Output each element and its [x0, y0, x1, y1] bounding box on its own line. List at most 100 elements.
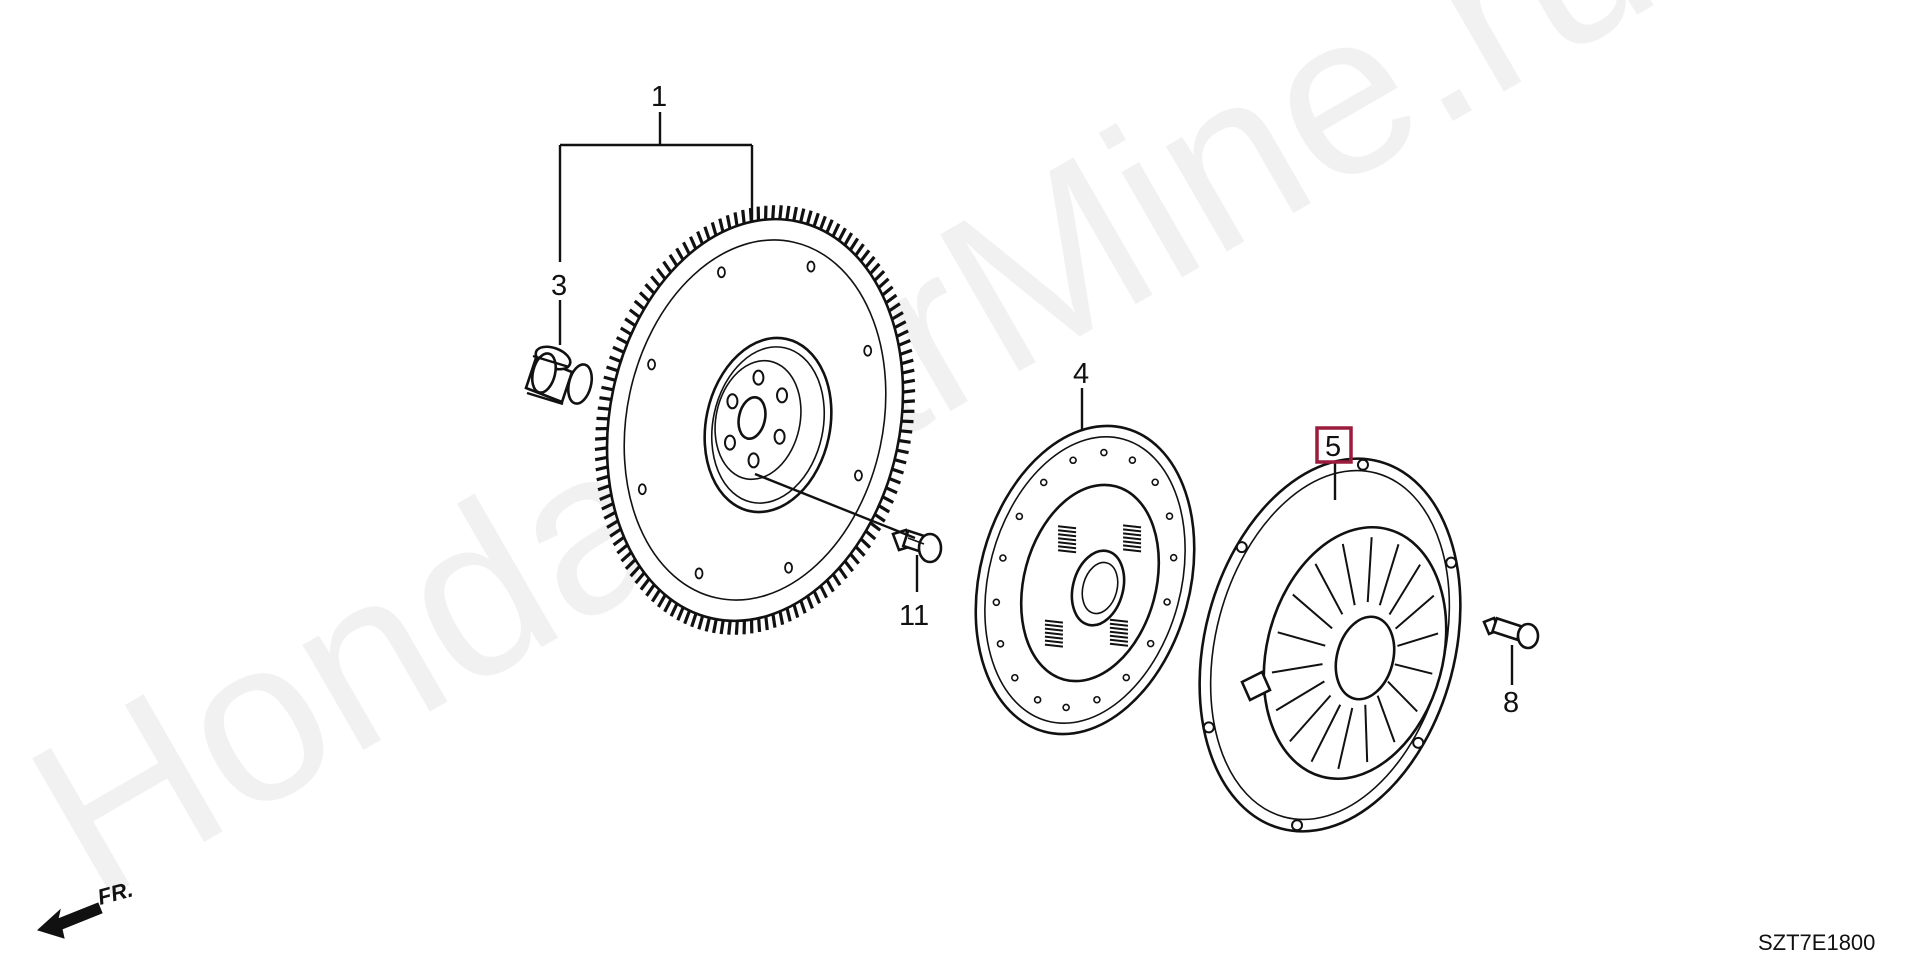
rivet — [1122, 673, 1131, 682]
gear-tooth — [668, 253, 679, 267]
gear-tooth — [891, 467, 905, 475]
gear-tooth — [608, 355, 622, 363]
gear-tooth — [859, 537, 872, 549]
pressure-plate[interactable] — [1160, 429, 1500, 861]
rivet — [1069, 456, 1077, 465]
pressure-plate-diaphragm-fingers — [1271, 537, 1439, 770]
gear-tooth — [864, 255, 876, 269]
gear-tooth — [733, 212, 739, 227]
dowel-hole — [784, 561, 793, 574]
gear-tooth — [662, 260, 673, 274]
callout-8[interactable]: 8 — [1503, 687, 1519, 719]
gear-tooth — [594, 455, 608, 462]
gear-tooth — [901, 368, 915, 375]
gear-tooth — [825, 579, 835, 593]
diaphragm-slot — [1397, 632, 1439, 647]
mounting-hole — [1235, 541, 1248, 554]
gear-tooth — [894, 458, 907, 465]
diaphragm-slot — [1337, 707, 1354, 770]
gear-tooth — [881, 495, 895, 504]
gear-tooth — [825, 219, 834, 234]
gear-tooth — [805, 210, 813, 225]
diaphragm-slot — [1271, 663, 1323, 674]
callout-4[interactable]: 4 — [1073, 358, 1089, 390]
gear-tooth — [719, 619, 725, 635]
gear-tooth — [785, 205, 791, 221]
gear-tooth — [837, 566, 848, 580]
gear-tooth — [601, 502, 614, 511]
gear-tooth — [888, 477, 902, 485]
callout-1[interactable]: 1 — [651, 81, 667, 113]
gear-tooth — [725, 214, 732, 229]
gear-tooth — [609, 527, 622, 538]
gear-tooth — [831, 573, 842, 587]
gear-tooth — [819, 585, 828, 599]
gear-tooth — [645, 583, 656, 597]
gear-tooth — [848, 237, 860, 251]
diaphragm-slot — [1310, 704, 1342, 763]
gear-tooth — [878, 504, 891, 514]
gear-tooth — [697, 615, 705, 630]
pressure-plate-bolt[interactable] — [1482, 616, 1540, 650]
rivet — [1033, 696, 1042, 704]
clutch-disc-rivets — [992, 448, 1178, 712]
gear-tooth — [757, 618, 762, 633]
dowel-hole — [854, 469, 863, 482]
dowel-hole — [647, 358, 656, 371]
gear-tooth — [896, 329, 909, 338]
gear-tooth — [596, 474, 610, 482]
callout-11[interactable]: 11 — [899, 600, 929, 632]
gear-tooth — [669, 602, 679, 617]
gear-tooth — [831, 223, 841, 238]
gear-tooth — [885, 293, 898, 305]
gear-tooth — [899, 348, 913, 356]
gear-tooth — [624, 317, 637, 327]
mounting-hole — [1202, 721, 1215, 734]
flywheel-bolt-holes — [723, 369, 789, 469]
gear-tooth — [710, 222, 718, 236]
gear-tooth — [900, 429, 913, 434]
rivet — [996, 640, 1005, 648]
pilot-bushing[interactable] — [524, 342, 596, 406]
diaphragm-slot — [1275, 680, 1325, 712]
rivet — [1163, 598, 1171, 606]
gear-tooth — [902, 388, 916, 394]
gear-tooth — [624, 558, 637, 570]
mounting-hole — [1356, 458, 1369, 471]
diaphragm-slot — [1387, 680, 1418, 713]
gear-tooth — [792, 604, 800, 618]
rivet — [1015, 512, 1024, 521]
gear-tooth — [900, 358, 914, 366]
gear-tooth — [615, 336, 629, 345]
bolt-hole — [776, 387, 789, 404]
mounting-hole — [1291, 819, 1304, 832]
rivet — [1128, 456, 1137, 464]
gear-tooth — [792, 206, 798, 222]
callout-5[interactable]: 5 — [1325, 431, 1341, 463]
gear-tooth — [778, 205, 783, 220]
gear-tooth — [854, 545, 866, 557]
flywheel[interactable] — [571, 191, 939, 648]
diagram-code: SZT7E1800 — [1758, 930, 1875, 955]
damper-spring — [1122, 524, 1142, 553]
clutch-disc[interactable] — [943, 401, 1227, 759]
gear-tooth — [854, 243, 865, 257]
gear-tooth — [902, 378, 916, 385]
gear-tooth — [703, 226, 711, 240]
gear-tooth — [688, 236, 698, 250]
gear-tooth — [877, 277, 890, 289]
flywheel-ring-gear — [594, 205, 916, 635]
gear-tooth — [881, 285, 894, 297]
gear-tooth — [612, 345, 625, 354]
gear-tooth — [633, 299, 646, 311]
gear-tooth — [859, 249, 871, 263]
gear-tooth — [644, 283, 656, 295]
gear-tooth — [734, 620, 739, 635]
diaphragm-slot — [1378, 544, 1400, 606]
bolt-hole — [723, 434, 736, 451]
diaphragm-slot — [1364, 704, 1369, 763]
gear-tooth — [656, 267, 667, 280]
callout-3[interactable]: 3 — [551, 270, 567, 302]
gear-tooth — [891, 311, 904, 321]
rivet — [999, 554, 1007, 562]
